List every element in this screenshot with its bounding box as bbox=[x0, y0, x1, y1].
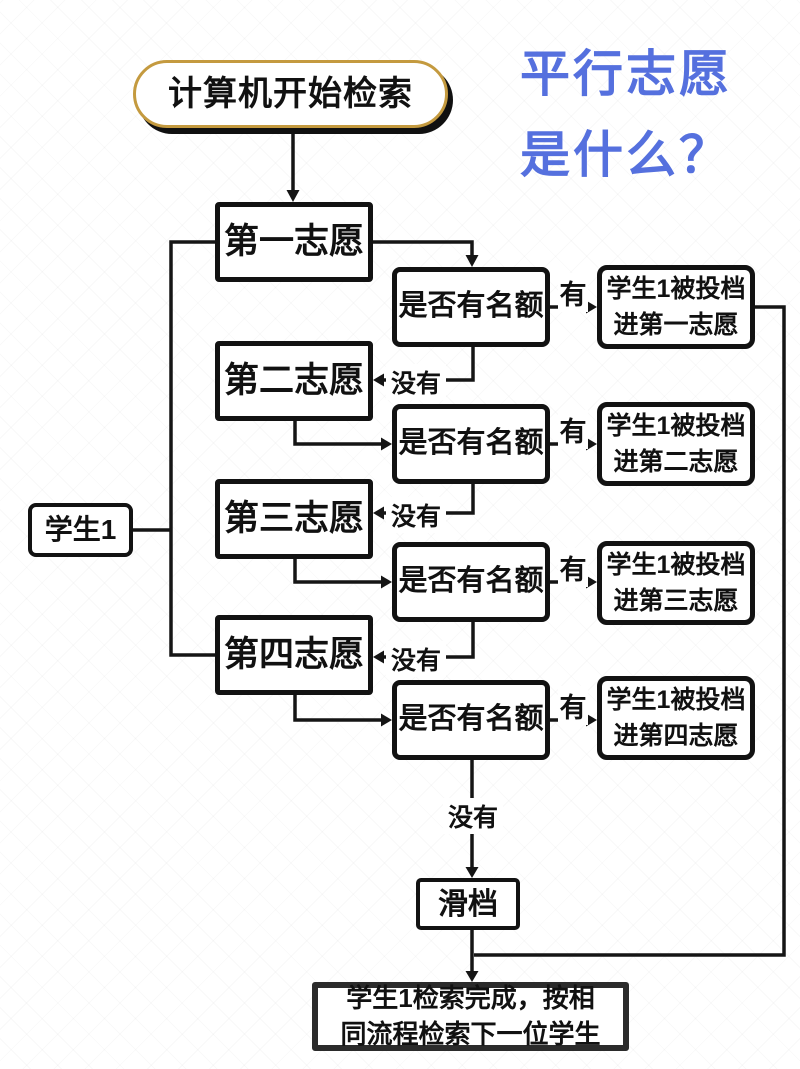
no-label-2: 没有 bbox=[386, 497, 447, 533]
check-4-label: 是否有名额 bbox=[398, 703, 544, 736]
check-1-label: 是否有名额 bbox=[398, 290, 544, 323]
page-title-line1: 平行志愿 bbox=[520, 46, 732, 102]
student-node: 学生1 bbox=[28, 503, 133, 557]
yes-label-4: 有 bbox=[558, 686, 588, 725]
slip-node: 滑档 bbox=[416, 878, 520, 930]
result-2-node: 学生1被投档 进第二志愿 bbox=[597, 402, 755, 486]
choice-2-node: 第二志愿 bbox=[215, 341, 373, 421]
no-label-3: 没有 bbox=[386, 641, 447, 677]
result-1-node: 学生1被投档 进第一志愿 bbox=[597, 265, 755, 349]
end-node: 学生1检索完成，按相 同流程检索下一位学生 bbox=[312, 982, 629, 1051]
result-3-node: 学生1被投档 进第三志愿 bbox=[597, 541, 755, 625]
start-node: 计算机开始检索 bbox=[133, 60, 448, 128]
check-3-label: 是否有名额 bbox=[398, 565, 544, 598]
choice-3-node: 第三志愿 bbox=[215, 479, 373, 559]
end-line1: 学生1检索完成，按相 bbox=[346, 983, 595, 1014]
check-2-node: 是否有名额 bbox=[392, 404, 550, 484]
no-label-final: 没有 bbox=[443, 798, 504, 834]
result-4-line1: 学生1被投档 bbox=[606, 685, 746, 714]
check-4-node: 是否有名额 bbox=[392, 680, 550, 760]
result-1-line2: 进第一志愿 bbox=[613, 311, 739, 339]
result-1-line1: 学生1被投档 bbox=[606, 274, 746, 303]
check-1-node: 是否有名额 bbox=[392, 267, 550, 347]
choice-3-label: 第三志愿 bbox=[223, 499, 364, 539]
choice-4-node: 第四志愿 bbox=[215, 615, 373, 695]
yes-label-2: 有 bbox=[558, 410, 588, 449]
result-2-line2: 进第二志愿 bbox=[613, 448, 739, 476]
student-label: 学生1 bbox=[44, 513, 117, 545]
result-4-line2: 进第四志愿 bbox=[613, 722, 739, 750]
result-2-line1: 学生1被投档 bbox=[606, 411, 746, 440]
page-title-line2: 是什么？ bbox=[520, 127, 732, 183]
result-3-line2: 进第三志愿 bbox=[613, 587, 739, 615]
choice-1-label: 第一志愿 bbox=[223, 222, 364, 262]
yes-label-3: 有 bbox=[558, 548, 588, 587]
choice-4-label: 第四志愿 bbox=[223, 635, 364, 675]
end-line2: 同流程检索下一位学生 bbox=[340, 1018, 601, 1049]
slip-label: 滑档 bbox=[438, 887, 498, 921]
result-4-node: 学生1被投档 进第四志愿 bbox=[597, 676, 755, 760]
start-label: 计算机开始检索 bbox=[168, 74, 413, 113]
no-label-1: 没有 bbox=[386, 364, 447, 400]
check-2-label: 是否有名额 bbox=[398, 427, 544, 460]
page-title: 平行志愿 是什么？ bbox=[520, 34, 732, 196]
choice-2-label: 第二志愿 bbox=[223, 361, 364, 401]
yes-label-1: 有 bbox=[558, 273, 588, 312]
choice-1-node: 第一志愿 bbox=[215, 202, 373, 282]
check-3-node: 是否有名额 bbox=[392, 542, 550, 622]
result-3-line1: 学生1被投档 bbox=[606, 550, 746, 579]
